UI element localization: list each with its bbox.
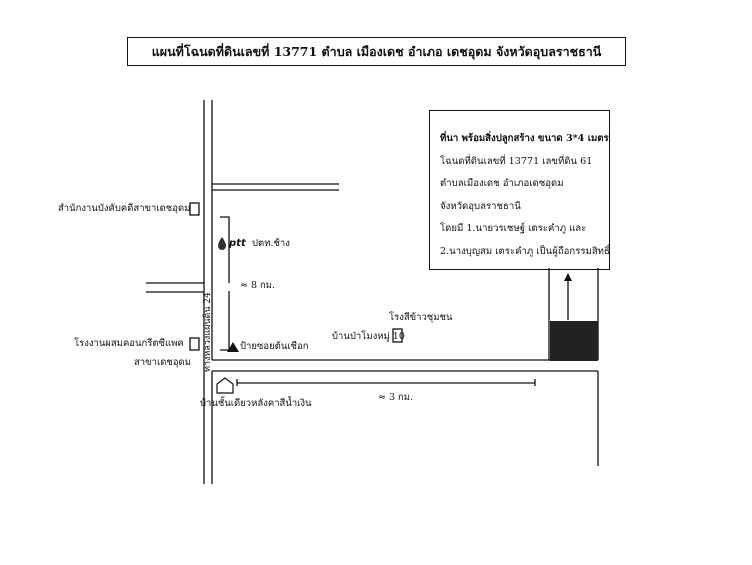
land-plot — [550, 321, 598, 361]
soi-sign-icon — [227, 342, 239, 352]
info-line-6: 2.นางบุญสม เตระคำภู เป็นผู้ถือกรรมสิทธิ์ — [440, 245, 610, 257]
highway-label: ทางหลวงแผ่นดิน 24 — [203, 292, 213, 372]
property-info-box: ที่นา พร้อมสิ่งปลูกสร้าง ขนาด 3*4 เมตร โ… — [429, 110, 610, 270]
map-title: แผนที่โฉนดที่ดินเลขที่ 13771 ตำบล เมืองเ… — [127, 37, 626, 66]
concrete-plant-label-2: สาขาเดชอุดม — [134, 357, 191, 368]
info-line-2: โฉนดที่ดินเลขที่ 13771 เลขที่ดิน 61 — [440, 155, 593, 167]
distance-8km-label: ≈ 8 กม. — [240, 280, 276, 291]
ptt-station-label: ปตท.ช้าง — [252, 238, 290, 249]
house-label: บ้านชั้นเดียวหลังคาสีน้ำเงิน — [200, 398, 312, 409]
info-line-1: ที่นา พร้อมสิ่งปลูกสร้าง ขนาด 3*4 เมตร — [440, 133, 609, 144]
info-line-3: ตำบลเมืองเดช อำเภอเดชอุดม — [440, 178, 564, 189]
ptt-logo: ptt — [229, 238, 246, 249]
map-title-text: แผนที่โฉนดที่ดินเลขที่ 13771 ตำบล เมืองเ… — [151, 43, 602, 59]
distance-3km-line — [236, 379, 536, 386]
rice-mill-label-1: โรงสีข้าวชุมชน — [389, 312, 453, 323]
pointer-arrow-head — [564, 273, 572, 281]
soi-sign-label: ป้ายซอยต้นเชือก — [240, 341, 309, 352]
info-line-5: โดยมี 1.นายวรเชษฐ์ เตระคำภู และ — [440, 223, 587, 234]
distance-3km-label: ≈ 3 กม. — [378, 392, 414, 403]
court-label: สำนักงานบังคับคดีสาขาเดชอุดม — [58, 203, 191, 214]
court-marker — [189, 202, 200, 216]
rice-mill-label-2: บ้านป่าโมงหมู่ 10 — [332, 331, 405, 342]
concrete-plant-label-1: โรงงานผสมคอนกรีตซีแพค — [74, 338, 184, 349]
concrete-plant-marker — [189, 337, 200, 351]
info-line-4: จังหวัดอุบลราชธานี — [440, 200, 521, 212]
distance-8km-bracket — [220, 216, 230, 351]
ptt-drop-icon — [218, 237, 226, 250]
house-icon — [216, 377, 234, 394]
rice-mill-marker — [392, 328, 403, 343]
